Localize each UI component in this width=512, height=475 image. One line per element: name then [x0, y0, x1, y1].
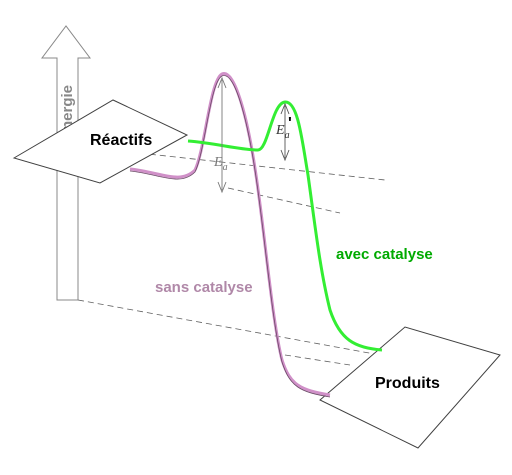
ea-subscript: a — [223, 162, 228, 173]
dashed-line-axis-to-products — [77, 299, 381, 356]
reactants-plane: Réactifs — [12, 99, 189, 184]
products-plane: Produits — [319, 326, 501, 449]
label-without-catalyst: sans catalyse — [155, 279, 253, 296]
dashed-guides — [77, 151, 386, 366]
dashed-line-catalyst-level — [227, 187, 341, 214]
ea-arrow-without-catalyst — [217, 76, 227, 194]
curve-without-catalyst — [129, 72, 331, 397]
reactants-plane-shape — [12, 99, 189, 184]
ea-prime-subscript: a — [285, 130, 290, 141]
curve-with-catalyst — [187, 100, 383, 352]
products-plane-shape — [319, 326, 501, 449]
label-with-catalyst: avec catalyse — [336, 246, 433, 263]
dashed-line-reactant-level — [129, 151, 386, 181]
products-label: Produits — [375, 375, 440, 392]
ea-prime-mark: ' — [288, 115, 292, 132]
dashed-line-product-level — [284, 354, 351, 366]
ea-label: Ea — [213, 155, 228, 173]
ea-prime-label: Ea — [275, 123, 290, 141]
curve-without-catalyst-shadow — [129, 75, 331, 398]
reactants-label: Réactifs — [90, 132, 152, 149]
ea-prime-arrow-with-catalyst — [280, 102, 290, 162]
